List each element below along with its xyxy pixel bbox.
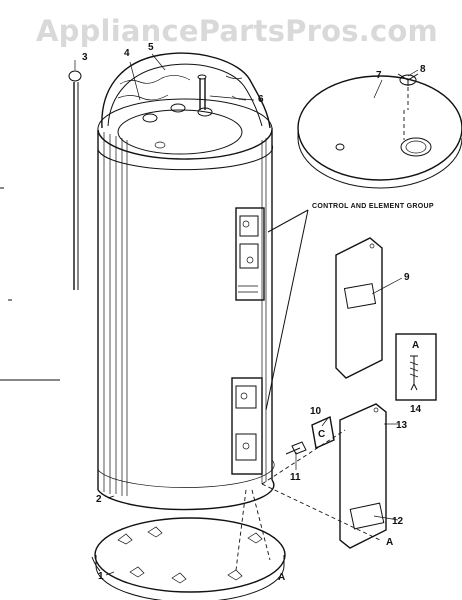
callout-14: 14 bbox=[410, 404, 422, 415]
base-pan bbox=[91, 517, 286, 600]
callout-a-box: A bbox=[412, 340, 419, 351]
callout-4: 4 bbox=[124, 48, 130, 59]
callout-6: 6 bbox=[258, 94, 264, 105]
tank-shell bbox=[97, 130, 275, 511]
control-group-leaders bbox=[265, 209, 309, 411]
callout-8: 8 bbox=[420, 64, 426, 75]
callout-7: 7 bbox=[376, 70, 382, 81]
callout-2: 2 bbox=[96, 494, 102, 505]
callout-a-panel: A bbox=[386, 537, 393, 548]
upper-access-panel bbox=[335, 237, 383, 379]
callout-11: 11 bbox=[290, 472, 301, 483]
watermark: AppliancePartsPros.com bbox=[36, 14, 438, 48]
svg-text:C: C bbox=[318, 429, 325, 440]
callout-10: 10 bbox=[310, 406, 322, 417]
callout-a-base: A bbox=[278, 572, 285, 583]
dip-tube bbox=[8, 70, 82, 301]
control-element-caption: CONTROL AND ELEMENT GROUP bbox=[312, 203, 434, 210]
callout-3: 3 bbox=[82, 52, 88, 63]
assembly-paths bbox=[74, 60, 405, 571]
upper-control-group bbox=[235, 207, 265, 301]
callout-1: 1 bbox=[98, 571, 104, 582]
lower-access-panel bbox=[339, 403, 387, 549]
leader-lines bbox=[105, 53, 419, 576]
callout-labels: 4 5 3 6 7 8 9 10 11 12 13 14 2 1 A A A C… bbox=[82, 42, 434, 583]
callout-5: 5 bbox=[148, 42, 154, 53]
callout-13: 13 bbox=[396, 420, 408, 431]
edge-marks bbox=[0, 187, 60, 381]
lower-control-group bbox=[231, 377, 263, 475]
thermostat-bracket: C bbox=[285, 415, 335, 455]
top-cover bbox=[297, 73, 462, 189]
tank-top bbox=[97, 52, 273, 160]
callout-9: 9 bbox=[404, 272, 410, 283]
screw-part bbox=[395, 333, 437, 401]
callout-12: 12 bbox=[392, 516, 404, 527]
